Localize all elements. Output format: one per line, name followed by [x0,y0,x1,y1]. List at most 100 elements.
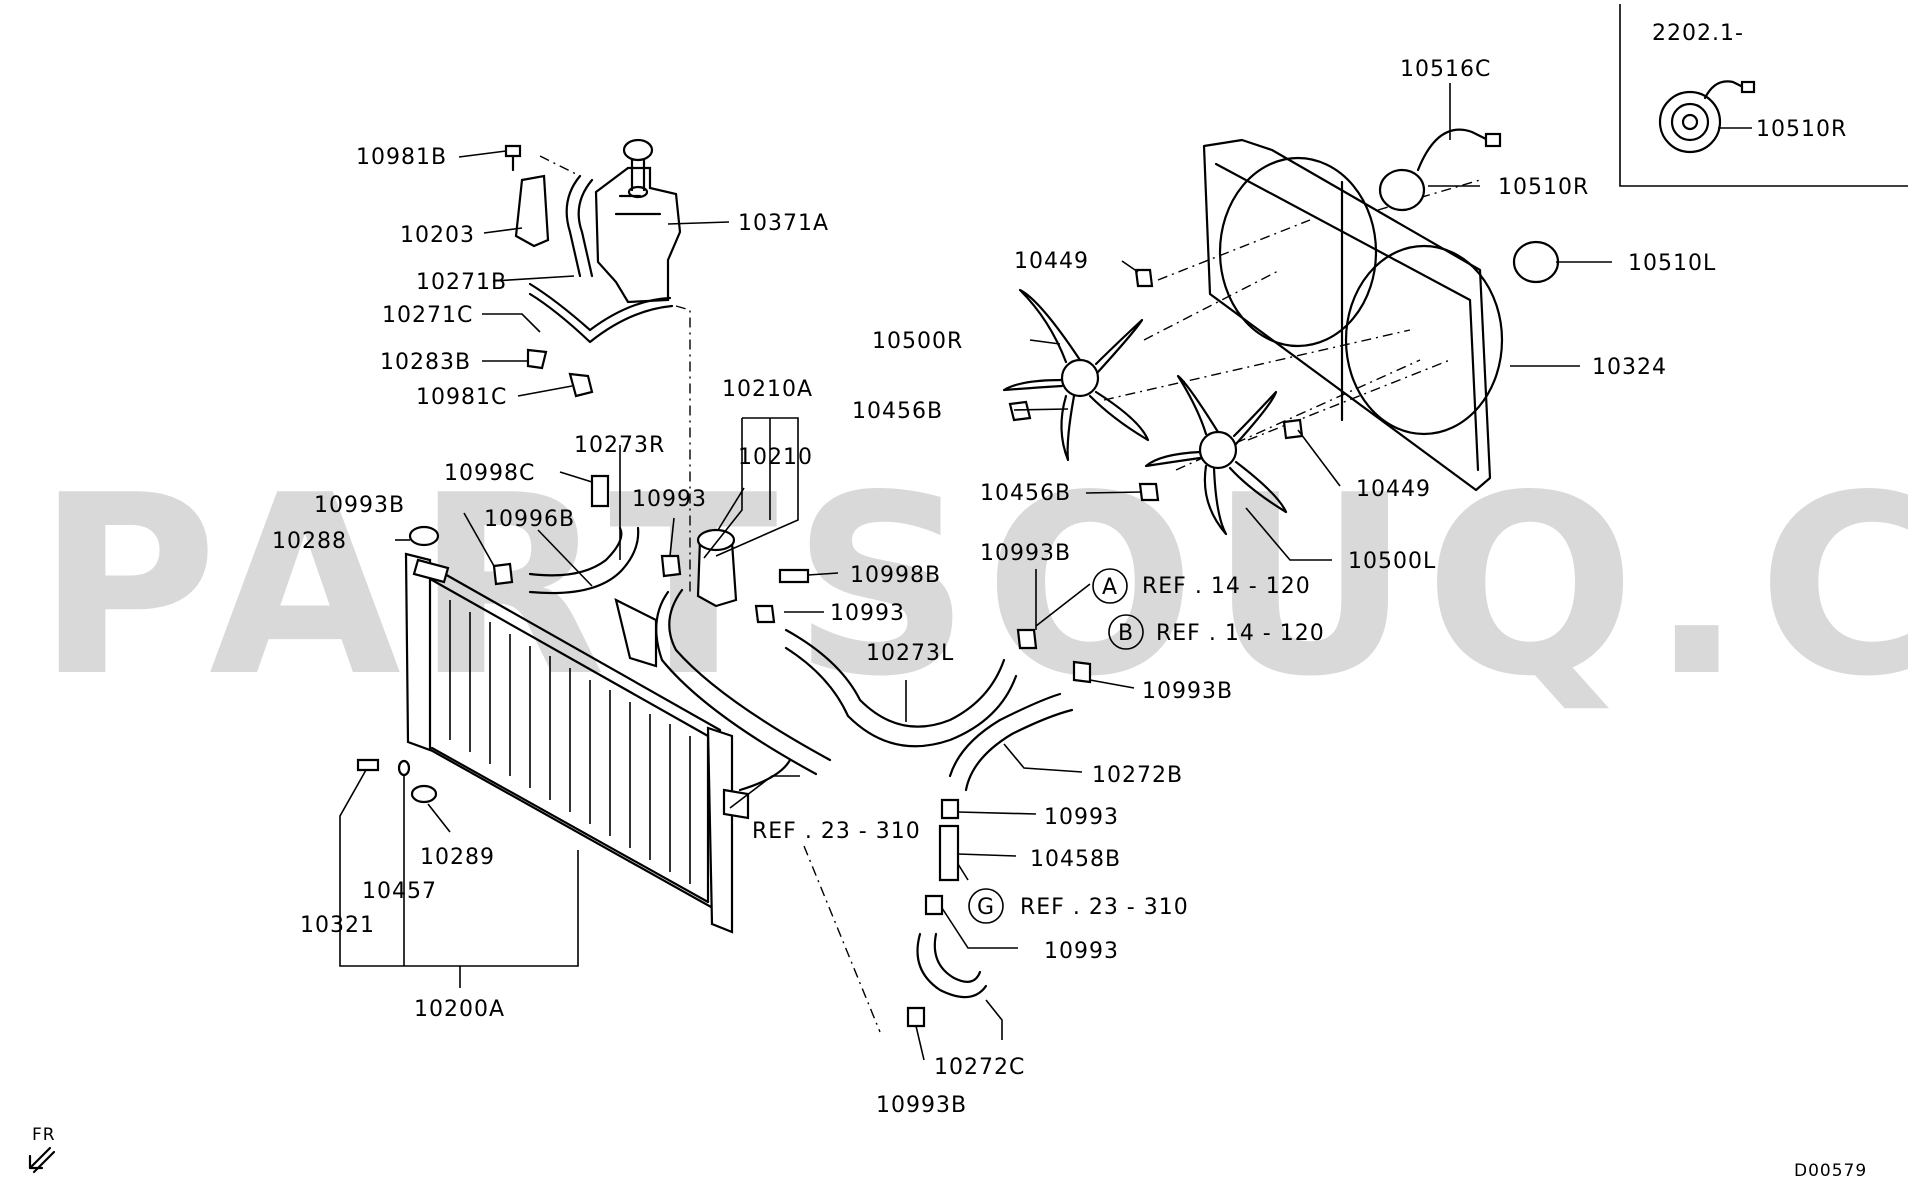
label-10449-b[interactable]: 10449 [1356,477,1431,502]
clamp-10993B-a [492,562,514,586]
label-10200A[interactable]: 10200A [414,997,505,1022]
label-10289[interactable]: 10289 [420,845,495,870]
ref-b-letter: B [1118,621,1134,646]
sensor-10998C [590,474,610,508]
bolt-10981C [568,372,594,398]
radiator-left-tank [404,552,432,752]
label-10993-d[interactable]: 10993 [1044,939,1119,964]
label-10457[interactable]: 10457 [362,879,437,904]
clamp-10993B-c [1016,628,1038,650]
nut-10456B-a [1008,400,1032,422]
ref-hose-text[interactable]: REF . 23 - 310 [752,819,921,844]
label-10203[interactable]: 10203 [400,223,475,248]
label-10996B[interactable]: 10996B [484,507,575,532]
drain-plug-10321 [356,758,380,772]
radiator [356,525,750,934]
watermark: PARTSOUQ.COM [36,443,1908,731]
label-10456B-b[interactable]: 10456B [980,481,1071,506]
label-10993-a[interactable]: 10993 [632,487,707,512]
motor-10510R [1378,168,1426,212]
inset-title: 2202.1- [1652,21,1744,46]
ref-g-text: REF . 23 - 310 [1020,895,1189,920]
clamp-10993B-d [906,1006,926,1028]
label-10500L[interactable]: 10500L [1348,549,1436,574]
label-10993B-d[interactable]: 10993B [876,1093,967,1118]
label-10272C[interactable]: 10272C [934,1055,1025,1080]
clamp-10993B-b [1072,660,1092,684]
upper-hoses [492,474,1018,776]
label-10271B[interactable]: 10271B [416,270,507,295]
ref-b[interactable]: B REF . 14 - 120 [1108,614,1325,650]
cap-10457 [397,759,411,777]
radiator-upper-neck [412,558,450,584]
label-10981B[interactable]: 10981B [356,145,447,170]
label-10998B[interactable]: 10998B [850,563,941,588]
label-10324[interactable]: 10324 [1592,355,1667,380]
fan-motors [1378,128,1560,284]
inset-box: 2202.1- 10510R [1619,4,1908,187]
clamp-10993-a [660,554,682,578]
label-10210[interactable]: 10210 [738,445,813,470]
clamp-10993-d [924,894,944,916]
mount-10288 [408,525,440,547]
ref-a-letter: A [1102,575,1118,600]
label-10288[interactable]: 10288 [272,529,347,554]
inset-motor-icon [1658,80,1756,154]
label-10510R-inset[interactable]: 10510R [1756,117,1847,142]
bolt-10449-b [1282,418,1304,440]
part-labels: 10981B 10203 10271B 10271C 10283B 10981C… [272,57,1716,1118]
connector-10516C [1484,132,1502,148]
label-10516C[interactable]: 10516C [1400,57,1491,82]
joint-10458B [938,824,960,882]
reservoir-tank-assembly [504,138,682,398]
label-10993B-a[interactable]: 10993B [314,493,405,518]
label-10993B-b[interactable]: 10993B [980,541,1071,566]
dash-guides [539,155,1481,1033]
radiator-core [449,600,691,884]
label-10273R[interactable]: 10273R [574,433,665,458]
diagram-code: D00579 [1794,1161,1867,1181]
label-10993-b[interactable]: 10993 [830,601,905,626]
label-10210A[interactable]: 10210A [722,377,813,402]
reservoir-tank [594,166,682,304]
reservoir-bracket [514,174,550,248]
reservoir-cap [622,138,654,162]
ref-a[interactable]: A REF . 14 - 120 [1092,568,1311,604]
label-10981C[interactable]: 10981C [416,385,507,410]
motor-10510L [1512,240,1560,284]
label-10271C[interactable]: 10271C [382,303,473,328]
clamp-10993-b [754,604,776,624]
label-10993B-c[interactable]: 10993B [1142,679,1233,704]
label-10510L[interactable]: 10510L [1628,251,1716,276]
sensor-10998B [778,568,810,584]
lower-hoses [738,628,1092,1028]
label-10371A[interactable]: 10371A [738,211,829,236]
bracket-10996B [614,597,658,668]
label-10456B-a[interactable]: 10456B [852,399,943,424]
label-10993-c[interactable]: 10993 [1044,805,1119,830]
clip-10283B [526,348,548,370]
mount-10289 [410,784,438,804]
direction-arrow-icon [28,1146,56,1174]
nut-10456B-b [1138,482,1160,502]
label-10998C[interactable]: 10998C [444,461,535,486]
label-10449-a[interactable]: 10449 [1014,249,1089,274]
ref-a-text: REF . 14 - 120 [1142,574,1311,599]
ref-b-text: REF . 14 - 120 [1156,621,1325,646]
label-10273L[interactable]: 10273L [866,641,954,666]
fan-10500L [1144,374,1288,536]
bolt-10449-a [1134,268,1154,288]
fan-10500R [1002,288,1150,462]
direction-label: FR [32,1125,56,1145]
clamp-10993-c [940,798,960,820]
label-10272B[interactable]: 10272B [1092,763,1183,788]
cap-10210 [696,528,736,552]
label-10500R[interactable]: 10500R [872,329,963,354]
label-10458B[interactable]: 10458B [1030,847,1121,872]
label-10321[interactable]: 10321 [300,913,375,938]
ref-g[interactable]: G REF . 23 - 310 [968,888,1189,924]
leader-lines [339,83,1612,1061]
label-10510R[interactable]: 10510R [1498,175,1589,200]
bolt-10981B [504,144,522,158]
label-10283B[interactable]: 10283B [380,350,471,375]
